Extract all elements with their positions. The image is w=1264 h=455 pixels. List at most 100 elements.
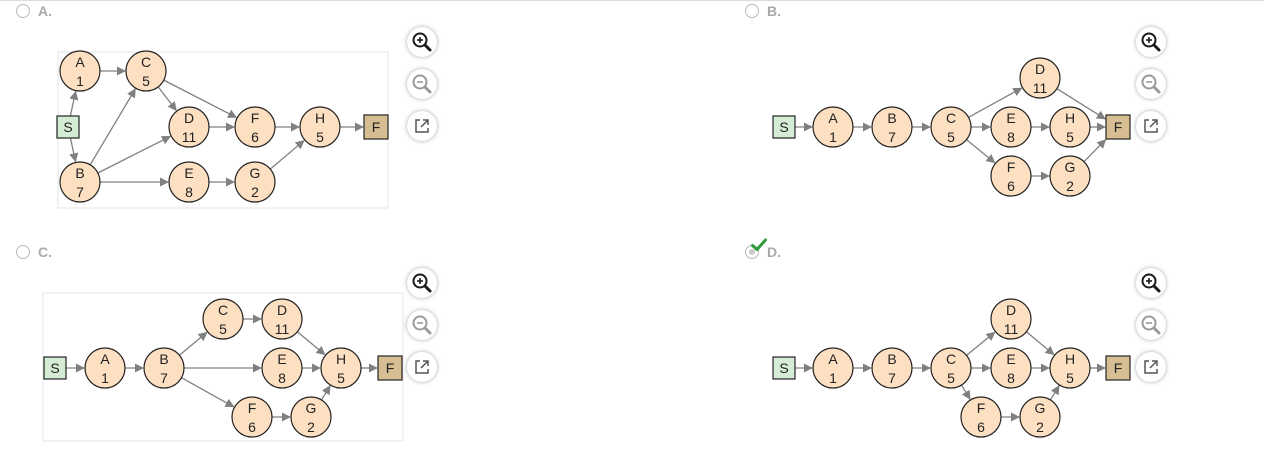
node-h: H5 [1049,106,1091,148]
node-letter: G [250,165,261,181]
node-b: B7 [871,347,913,389]
option-c-radio[interactable] [16,245,30,259]
zoom-in-button-a[interactable] [407,27,437,57]
zoom-in-icon [1141,32,1161,52]
node-d: D11 [168,106,210,148]
node-duration: 8 [1007,370,1015,386]
zoom-in-button-b[interactable] [1136,27,1166,57]
start-node: S [772,115,796,139]
node-duration: 8 [278,370,286,386]
node-duration: 5 [947,370,955,386]
node-duration: 2 [251,184,259,200]
option-a-radio[interactable] [16,4,30,18]
node-duration: 8 [185,184,193,200]
node-letter: C [218,302,228,318]
node-f: F6 [990,155,1032,197]
zoom-in-icon [412,32,432,52]
node-a: A1 [812,106,854,148]
node-label: F [372,119,381,135]
option-b-radio[interactable] [745,4,759,18]
edge-d-h [296,331,326,356]
node-letter: E [1006,110,1015,126]
node-duration: 5 [947,129,955,145]
node-letter: A [100,351,110,367]
edge-c-f [966,139,996,164]
node-duration: 2 [1036,419,1044,435]
node-letter: D [1006,302,1016,318]
node-duration: 11 [182,129,197,145]
node-letter: F [1007,159,1016,175]
node-letter: E [184,165,193,181]
node-h: H5 [320,347,362,389]
node-label: S [63,119,72,135]
start-node: S [43,356,67,380]
node-label: F [1114,119,1123,135]
zoom-out-button-b[interactable] [1136,69,1166,99]
open-button-b[interactable] [1136,111,1166,141]
node-duration: 5 [337,370,345,386]
node-letter: G [306,400,317,416]
node-duration: 2 [307,419,315,435]
node-b: B7 [871,106,913,148]
option-c-label: C. [38,244,52,260]
edge-g-h [320,385,331,401]
option-a-label: A. [38,3,52,19]
node-duration: 5 [1066,370,1074,386]
node-letter: B [75,165,84,181]
option-d-label: D. [767,244,781,260]
node-letter: H [315,110,325,126]
node-label: F [386,360,395,376]
node-letter: D [1035,61,1045,77]
open-new-window-icon [1144,360,1158,374]
node-g: G2 [1019,396,1061,438]
top-divider [0,0,1264,1]
open-new-window-icon [415,119,429,133]
zoom-in-icon [1141,273,1161,293]
open-button-d[interactable] [1136,352,1166,382]
edge-b-f [181,377,235,408]
node-duration: 5 [142,73,150,89]
node-label: S [779,119,788,135]
edge-c-f [960,384,971,400]
node-duration: 1 [829,129,837,145]
edge-g-fin [1083,139,1107,163]
zoom-out-button-d[interactable] [1136,310,1166,340]
node-duration: 11 [1033,80,1048,96]
node-label: F [1114,360,1123,376]
zoom-out-button-c[interactable] [407,310,437,340]
node-c: C5 [930,106,972,148]
node-duration: 7 [888,370,896,386]
zoom-in-button-d[interactable] [1136,268,1166,298]
open-button-c[interactable] [407,352,437,382]
node-f: F6 [960,396,1002,438]
finish-node: F [363,114,389,140]
zoom-in-button-c[interactable] [407,268,437,298]
edge-s-b [69,137,79,163]
node-letter: E [1006,351,1015,367]
node-letter: B [887,110,896,126]
zoom-out-icon [412,74,432,94]
zoom-out-icon [412,315,432,335]
edge-b-d [97,135,172,174]
node-duration: 7 [76,184,84,200]
node-c: C5 [125,50,167,92]
edge-b-c [178,331,208,356]
node-letter: H [336,351,346,367]
edge-g-h [1049,385,1060,401]
node-letter: B [887,351,896,367]
zoom-out-button-a[interactable] [407,69,437,99]
node-letter: G [1065,159,1076,175]
open-button-a[interactable] [407,111,437,141]
node-duration: 6 [1007,178,1015,194]
node-letter: H [1065,351,1075,367]
node-d: D 11 [1019,57,1061,99]
node-g: G2 [234,161,276,203]
node-duration: 7 [888,129,896,145]
node-letter: F [977,400,986,416]
node-h: H5 [299,106,341,148]
open-new-window-icon [1144,119,1158,133]
finish-node: F [377,355,403,381]
diagram-frame [42,292,404,442]
node-g: G2 [290,396,332,438]
edge-g-h [269,139,305,170]
